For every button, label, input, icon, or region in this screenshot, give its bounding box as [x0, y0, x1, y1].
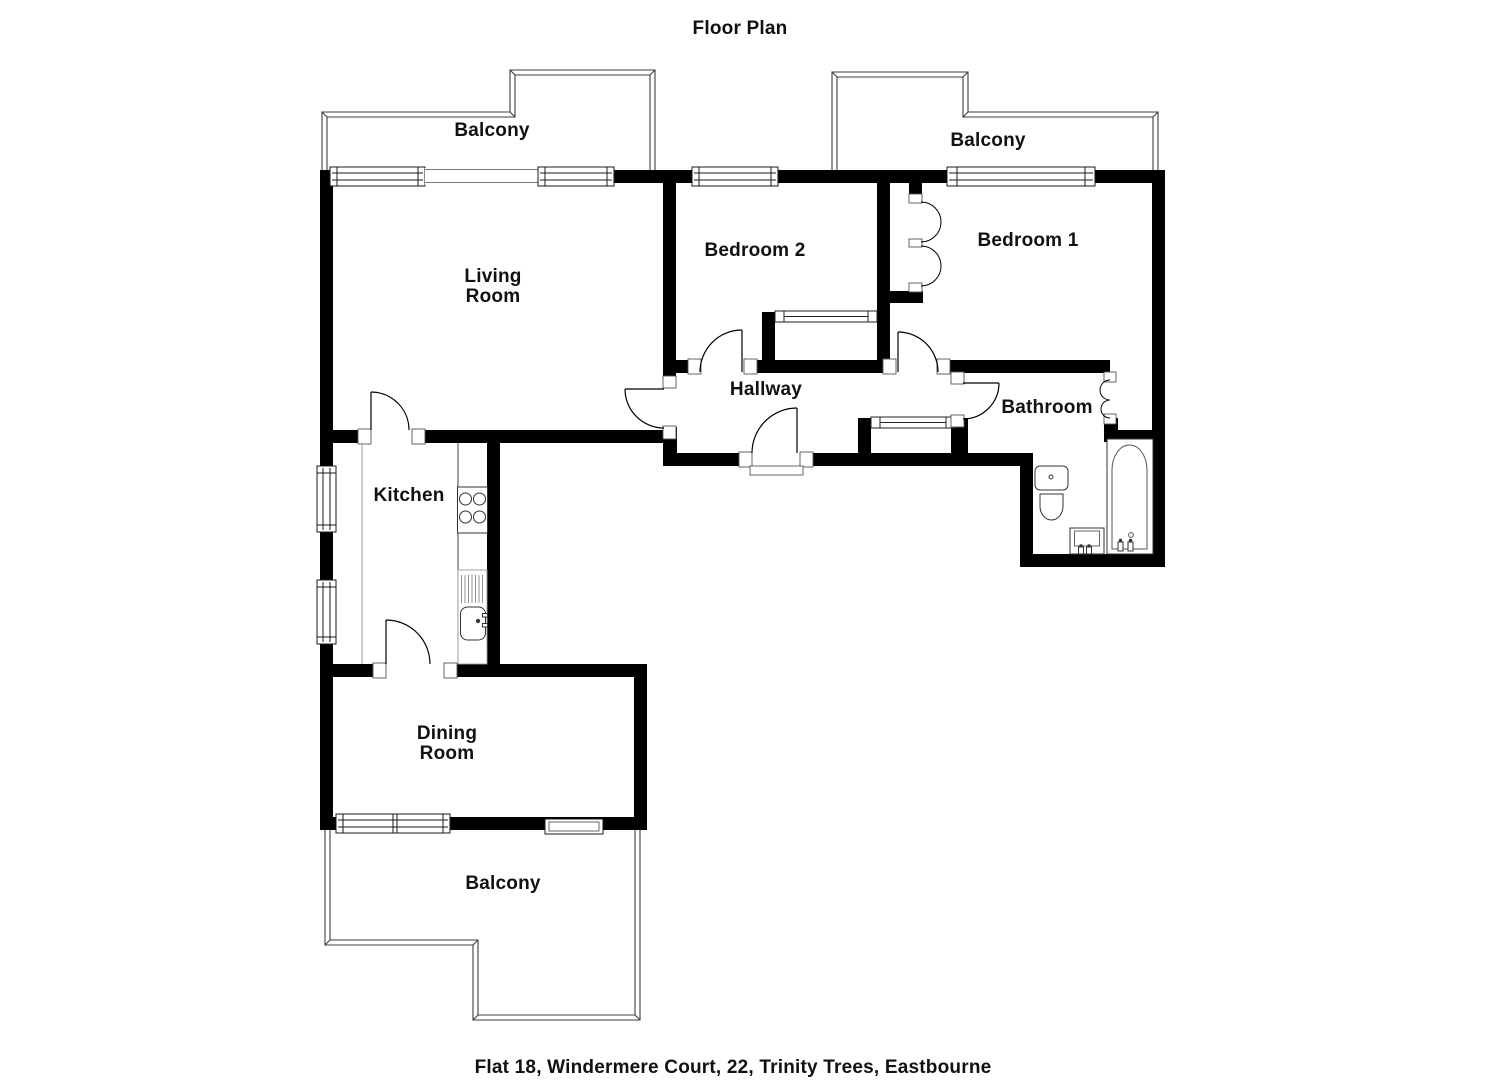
label-balcony-top-left: Balcony — [454, 120, 530, 142]
sliding-door — [870, 416, 956, 429]
label-bedroom2: Bedroom 2 — [704, 240, 806, 262]
address-caption: Flat 18, Windermere Court, 22, Trinity T… — [474, 1057, 992, 1079]
sliding-doors — [774, 310, 956, 429]
label-kitchen: Kitchen — [373, 485, 445, 507]
label-bathroom: Bathroom — [1001, 397, 1093, 419]
bathroom-fixtures — [1034, 438, 1154, 555]
bathtub — [1106, 438, 1154, 555]
door-jambs — [357, 193, 1117, 679]
doors — [370, 201, 1111, 665]
door-entrance — [751, 407, 798, 454]
label-hallway: Hallway — [729, 379, 803, 401]
window — [316, 465, 337, 533]
balcony-bottom-outline — [324, 830, 641, 1021]
label-dining-room: Dining Room — [416, 723, 478, 764]
entrance-threshold — [749, 465, 804, 476]
window — [316, 579, 337, 645]
window — [329, 166, 426, 187]
page-title: Floor Plan — [692, 18, 788, 40]
door-kitchen — [370, 391, 410, 431]
door-bedroom1 — [897, 331, 939, 373]
balcony-outlines — [321, 69, 1159, 1021]
balcony-top-left-outline — [321, 69, 656, 170]
label-living-room: Living Room — [464, 266, 522, 307]
label-balcony-bottom: Balcony — [465, 873, 541, 895]
window — [946, 166, 1096, 187]
toilet — [1034, 465, 1069, 521]
balcony-door-panel — [544, 818, 604, 835]
door-bathroom — [962, 382, 1000, 420]
door-living-room — [624, 388, 665, 429]
bifold-cupboard-doors — [1099, 379, 1111, 419]
window — [335, 813, 451, 834]
balcony-top-right-outline — [831, 71, 1159, 170]
label-bedroom1: Bedroom 1 — [977, 230, 1079, 252]
hob — [457, 486, 488, 534]
sink — [1069, 527, 1105, 555]
window-sill — [425, 168, 538, 185]
label-balcony-top-right: Balcony — [950, 130, 1026, 152]
window — [537, 166, 615, 187]
windows — [316, 166, 1096, 835]
door-dining-room — [385, 619, 431, 665]
bifold-closet-doors — [920, 201, 942, 287]
sliding-door — [774, 310, 878, 323]
kitchen-sink — [460, 606, 488, 641]
kitchen-fixtures — [361, 443, 488, 665]
window — [691, 166, 779, 187]
door-bedroom2 — [699, 329, 743, 373]
